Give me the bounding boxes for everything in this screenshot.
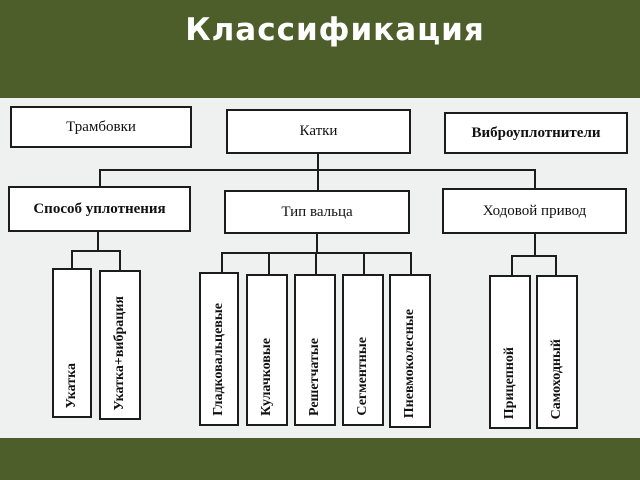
box-compaction-method: Способ уплотнения — [8, 186, 191, 232]
leaf-pneumatic: Пневмоколесные — [389, 274, 431, 428]
connector — [534, 234, 536, 256]
leaf-label: Пневмоколесные — [402, 308, 417, 418]
connector — [268, 252, 270, 274]
connector — [315, 252, 317, 274]
connector — [363, 252, 365, 274]
leaf-smooth-drum: Гладковальцевые — [199, 272, 239, 426]
classification-diagram: Трамбовки Катки Виброуплотнители Способ … — [0, 98, 640, 438]
connector — [534, 169, 536, 189]
connector — [555, 255, 557, 275]
leaf-label: Укатка — [64, 362, 79, 408]
connector — [316, 234, 318, 252]
box-tamping: Трамбовки — [10, 106, 192, 148]
leaf-label: Укатка+вибрация — [112, 295, 127, 410]
leaf-rolling: Укатка — [52, 268, 92, 418]
leaf-label: Прицепной — [502, 346, 517, 419]
connector — [119, 250, 121, 270]
connector — [97, 232, 99, 250]
leaf-rolling-vibration: Укатка+вибрация — [99, 270, 141, 420]
slide-title: Классификация — [185, 12, 485, 48]
leaf-label: Кулачковые — [259, 338, 274, 416]
box-rollers: Катки — [226, 109, 411, 154]
leaf-segmented: Сегментные — [342, 274, 384, 426]
leaf-grid: Решетчатые — [294, 274, 336, 426]
connector — [410, 252, 412, 274]
connector — [71, 250, 121, 252]
box-travel-drive: Ходовой привод — [442, 188, 627, 234]
leaf-towed: Прицепной — [489, 275, 531, 429]
leaf-label: Гладковальцевые — [211, 303, 226, 416]
leaf-padfoot: Кулачковые — [246, 274, 288, 426]
leaf-label: Сегментные — [355, 337, 370, 416]
leaf-label: Решетчатые — [307, 337, 322, 416]
box-drum-type: Тип вальца — [224, 190, 410, 234]
connector — [71, 250, 73, 268]
connector — [221, 252, 223, 272]
leaf-label: Самоходный — [549, 338, 564, 419]
connector — [317, 153, 319, 170]
leaf-self-propelled: Самоходный — [536, 275, 578, 429]
connector — [99, 169, 101, 187]
box-vibro-compactors: Виброуплотнители — [444, 112, 628, 154]
connector — [511, 255, 557, 257]
connector — [317, 169, 319, 191]
connector — [511, 255, 513, 275]
